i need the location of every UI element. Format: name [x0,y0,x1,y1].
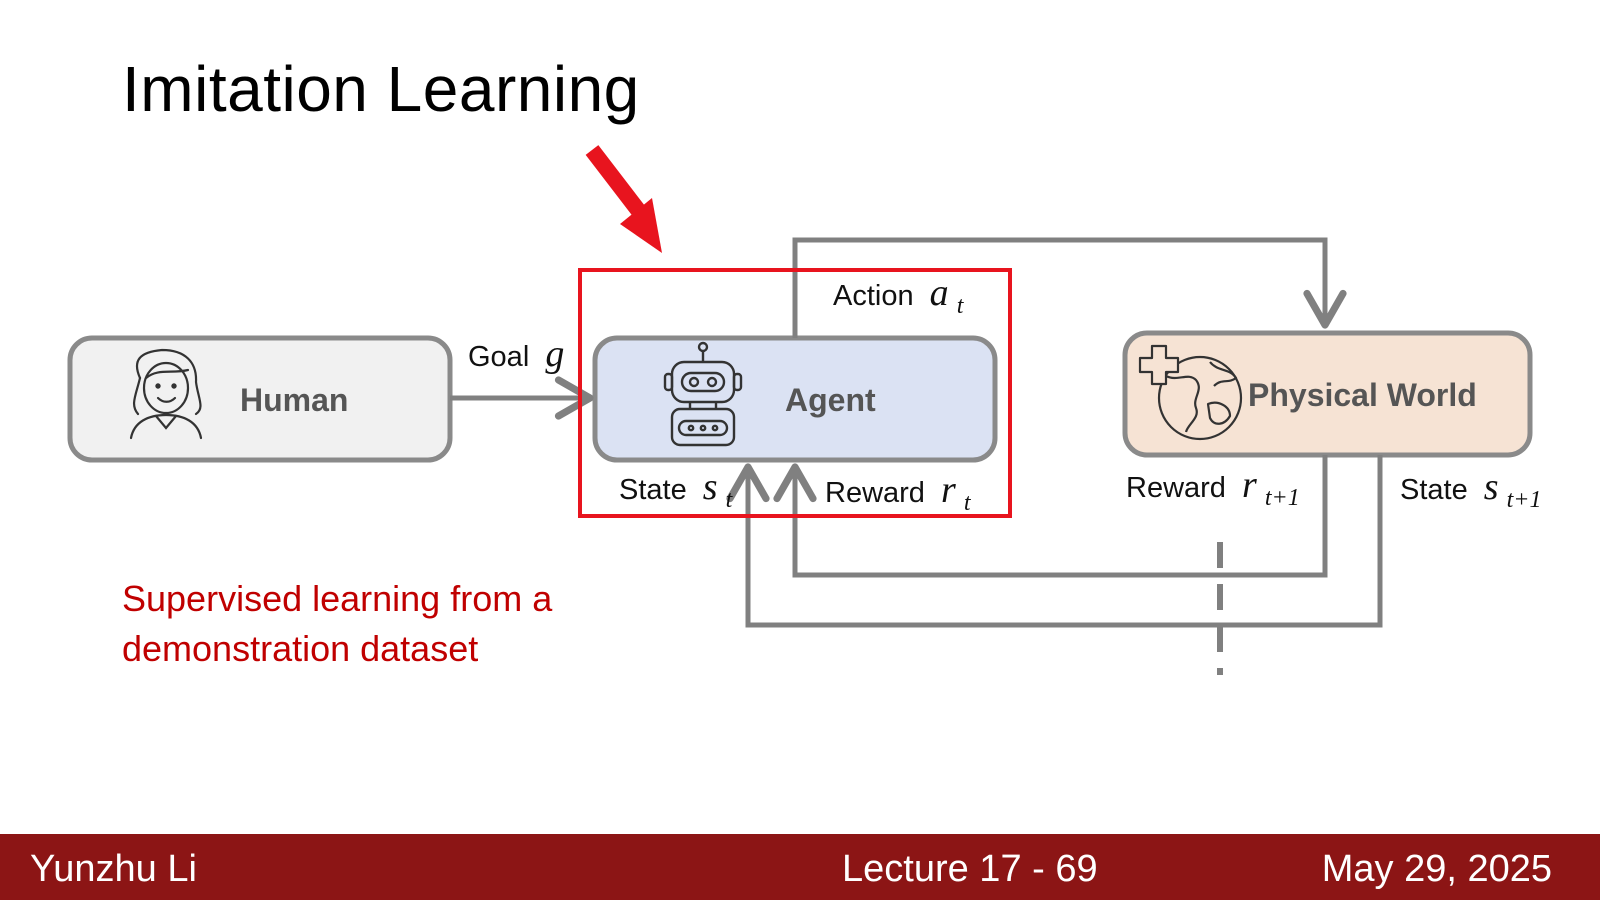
state-t1-label-text: State [1400,474,1468,506]
action-subscript: t [957,293,965,319]
action-label-text: Action [833,280,914,312]
reward-feedback-arrow [773,455,1328,578]
agent-node: Agent [592,335,998,463]
state-t-symbol: s [703,466,718,508]
footer-bar: Yunzhu Li Lecture 17 - 69 May 29, 2025 [0,834,1600,900]
footer-author: Yunzhu Li [30,848,197,890]
person-icon [129,348,203,440]
goal-label-text: Goal [468,341,529,373]
highlight-box [578,268,1012,518]
footer-date: May 29, 2025 [1321,848,1552,890]
robot-icon [663,341,743,447]
action-symbol: a [930,272,949,314]
action-label: Action a t [833,272,965,319]
world-node: Physical World [1122,330,1533,458]
state-t1-symbol: s [1484,466,1499,508]
reward-t1-label-text: Reward [1126,472,1226,504]
state-t1-subscript: t+1 [1507,487,1542,513]
state-t-label-text: State [619,474,687,506]
globe-icon [1138,344,1243,441]
human-label: Human [240,382,348,418]
goal-label: Goal g [468,333,564,375]
reward-t-subscript: t [964,490,972,516]
reward-t-label-text: Reward [825,477,925,509]
state-feedback-arrow [726,455,1383,628]
footer-lecture: Lecture 17 - 69 [842,848,1098,890]
human-node: Human [67,335,453,463]
reward-t-symbol: r [941,469,956,511]
slide-title: Imitation Learning [122,53,640,125]
supervised-learning-note: Supervised learning from a demonstration… [122,578,553,669]
state-t-label: State s t [619,466,734,513]
agent-label: Agent [785,382,876,418]
reward-t-label: Reward r t [825,469,972,516]
state-t-subscript: t [726,487,734,513]
rl-loop-diagram: Human Agent [67,145,1542,675]
world-label: Physical World [1248,377,1477,413]
goal-symbol: g [545,333,564,375]
state-t1-label: State s t+1 [1400,466,1542,513]
reward-t1-subscript: t+1 [1265,485,1300,511]
reward-t1-symbol: r [1242,464,1257,506]
action-arrow [792,237,1347,338]
reward-t1-label: Reward r t+1 [1126,464,1300,511]
red-pointer-arrow-icon [585,145,662,253]
